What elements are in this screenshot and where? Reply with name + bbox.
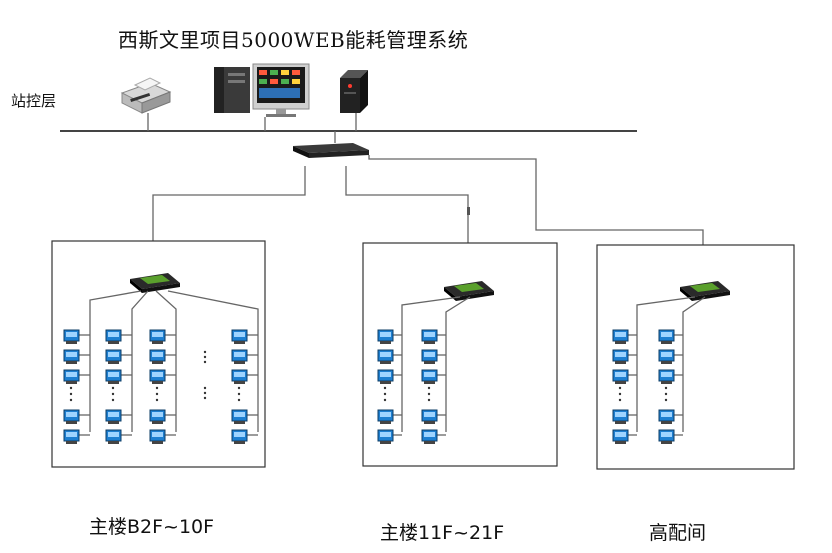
ellipsis-dot [427, 386, 431, 390]
energy-meter-icon [377, 369, 394, 385]
energy-meter-icon [377, 429, 394, 445]
ellipsis-dot [237, 398, 241, 402]
station-layer-label: 站控层 [11, 92, 57, 110]
ellipsis-dot [155, 386, 159, 390]
energy-meter-icon [231, 369, 248, 385]
energy-meter-icon [231, 329, 248, 345]
energy-meter-icon [231, 429, 248, 445]
ellipsis-dot [69, 392, 73, 396]
ellipsis-dot [111, 392, 115, 396]
ellipsis-dot [664, 386, 668, 390]
energy-meters [63, 329, 683, 445]
energy-meter-icon [149, 369, 166, 385]
ups-icon [340, 70, 368, 113]
energy-meter-icon [612, 429, 629, 445]
energy-meter-icon [421, 409, 438, 425]
energy-meter-icon [421, 329, 438, 345]
ellipsis-dot [237, 392, 241, 396]
ellipsis-dot [203, 360, 207, 364]
zone-box-substation [596, 244, 795, 470]
energy-meter-icon [612, 409, 629, 425]
energy-meter-icon [612, 369, 629, 385]
zone3-bus-lines [636, 296, 706, 432]
energy-meter-icon [231, 349, 248, 365]
energy-meter-icon [63, 349, 80, 365]
energy-meter-icon [658, 429, 675, 445]
ellipsis-dot [155, 392, 159, 396]
zone2-bus-lines [401, 296, 471, 432]
ellipsis-dot [203, 391, 207, 395]
ellipsis-dot [237, 386, 241, 390]
ellipsis-dot [618, 392, 622, 396]
energy-meter-icon [612, 329, 629, 345]
ellipsis-dot [383, 398, 387, 402]
energy-meter-icon [658, 349, 675, 365]
energy-meter-icon [421, 349, 438, 365]
ellipsis-dot [618, 386, 622, 390]
zone-label-11f-21f: 主楼11F~21F [380, 522, 505, 544]
energy-meter-icon [421, 369, 438, 385]
energy-meter-icon [105, 369, 122, 385]
ellipsis-dot [155, 398, 159, 402]
energy-meter-icon [63, 329, 80, 345]
energy-meter-icon [377, 349, 394, 365]
zone-label-b2f-10f: 主楼B2F~10F [89, 516, 215, 538]
ellipsis-dot [111, 386, 115, 390]
energy-meter-icon [105, 349, 122, 365]
energy-meter-icon [105, 329, 122, 345]
ellipsis-dot [383, 392, 387, 396]
printer-icon [120, 77, 172, 114]
energy-meter-icon [231, 409, 248, 425]
energy-meter-icon [63, 409, 80, 425]
ellipsis-dot [203, 386, 207, 390]
energy-meter-icon [149, 349, 166, 365]
energy-meter-icon [377, 329, 394, 345]
zone-label-substation: 高配间 [649, 522, 707, 544]
energy-meter-icon [658, 329, 675, 345]
energy-meter-icon [377, 409, 394, 425]
ellipsis-dot [427, 398, 431, 402]
ellipsis-dot [427, 392, 431, 396]
diagram-title: 西斯文里项目5000WEB能耗管理系统 [118, 28, 469, 52]
zone1-bus-lines [89, 290, 259, 432]
energy-meter-icon [612, 349, 629, 365]
ellipsis-dot [203, 350, 207, 354]
ellipsis-dot [111, 398, 115, 402]
energy-meter-icon [149, 409, 166, 425]
ellipsis-dot [664, 392, 668, 396]
ellipsis-dot [69, 386, 73, 390]
network-switch-icon [293, 143, 369, 158]
energy-meter-icon [658, 369, 675, 385]
ellipsis-dot [203, 396, 207, 400]
ellipsis-dot [618, 398, 622, 402]
energy-meter-icon [149, 329, 166, 345]
energy-meter-icon [149, 429, 166, 445]
energy-meter-icon [63, 369, 80, 385]
ellipsis-dot [383, 386, 387, 390]
ellipsis-dot [69, 398, 73, 402]
energy-meter-icon [421, 429, 438, 445]
energy-meter-icon [658, 409, 675, 425]
energy-meter-icon [63, 429, 80, 445]
workstation-icon [214, 63, 310, 117]
ellipsis-dot [203, 355, 207, 359]
energy-meter-icon [105, 409, 122, 425]
ellipsis-dot [664, 398, 668, 402]
energy-meter-icon [105, 429, 122, 445]
